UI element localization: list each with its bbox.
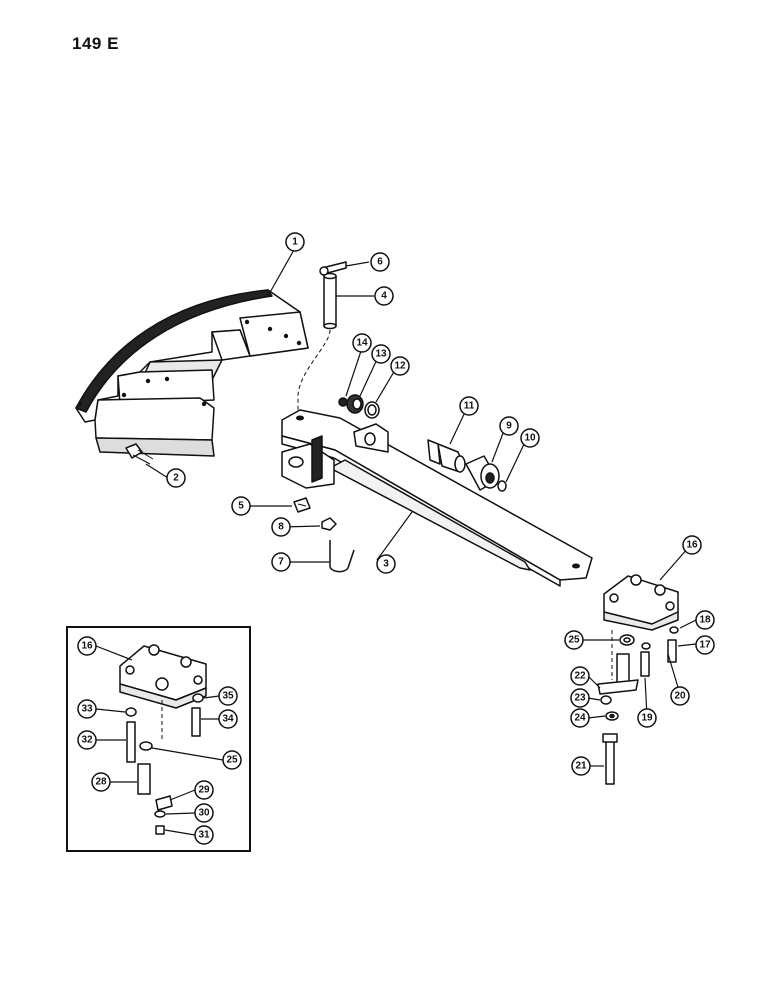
svg-text:12: 12 (394, 361, 406, 372)
callout-16-right: 16 (682, 535, 702, 555)
callout-29: 29 (194, 780, 214, 800)
part-7-u-bolt (329, 540, 355, 573)
callout-10: 10 (520, 428, 540, 448)
part-11-stud (427, 439, 466, 473)
svg-text:19: 19 (641, 713, 653, 724)
callout-2: 2 (166, 468, 186, 488)
callout-21: 21 (571, 756, 591, 776)
part-5-block (293, 497, 311, 513)
callout-17: 17 (695, 635, 715, 655)
callout-4: 4 (374, 286, 394, 306)
callout-24: 24 (570, 708, 590, 728)
svg-text:20: 20 (674, 691, 686, 702)
callout-8: 8 (271, 517, 291, 537)
callout-31: 31 (194, 825, 214, 845)
inset-hardware (125, 693, 204, 835)
callout-34: 34 (218, 709, 238, 729)
svg-text:2: 2 (173, 473, 179, 484)
callout-9: 9 (499, 416, 519, 436)
callout-20: 20 (670, 686, 690, 706)
svg-text:6: 6 (377, 257, 383, 268)
svg-text:14: 14 (356, 338, 368, 349)
svg-text:3: 3 (383, 559, 389, 570)
part-4-pin (319, 261, 347, 330)
callout-19: 19 (637, 708, 657, 728)
callout-1: 1 (285, 232, 305, 252)
part-16-bracket-right (603, 574, 679, 631)
part-10-ring (497, 480, 507, 492)
svg-text:8: 8 (278, 522, 284, 533)
part-9-bushing (465, 455, 500, 491)
svg-text:29: 29 (198, 785, 210, 796)
page-number: 149 E (72, 34, 119, 53)
svg-text:18: 18 (699, 615, 711, 626)
svg-text:32: 32 (81, 735, 93, 746)
callout-22: 22 (570, 666, 590, 686)
svg-text:22: 22 (574, 671, 586, 682)
callout-16-inset: 16 (77, 636, 97, 656)
svg-text:16: 16 (686, 540, 698, 551)
svg-text:10: 10 (524, 433, 536, 444)
part-16-bracket-inset (119, 644, 207, 709)
svg-text:9: 9 (506, 421, 512, 432)
part-8-nut (321, 517, 337, 531)
svg-text:21: 21 (575, 761, 587, 772)
svg-text:34: 34 (222, 714, 234, 725)
callout-6: 6 (370, 252, 390, 272)
svg-text:24: 24 (574, 713, 586, 724)
callout-11: 11 (459, 396, 479, 416)
callout-18: 18 (695, 610, 715, 630)
callout-23: 23 (570, 688, 590, 708)
svg-text:28: 28 (95, 777, 107, 788)
svg-text:25: 25 (226, 755, 238, 766)
callout-25-right: 25 (564, 630, 584, 650)
callout-25-inset: 25 (222, 750, 242, 770)
callout-12: 12 (390, 356, 410, 376)
callout-3: 3 (376, 554, 396, 574)
callout-35: 35 (218, 686, 238, 706)
part-2-bolt (125, 443, 154, 465)
svg-text:16: 16 (81, 641, 93, 652)
svg-text:11: 11 (464, 401, 475, 412)
callout-28: 28 (91, 772, 111, 792)
svg-text:17: 17 (699, 640, 711, 651)
svg-text:33: 33 (81, 704, 93, 715)
right-hardware (597, 626, 679, 785)
svg-text:13: 13 (375, 349, 387, 360)
part-3-drawbar (281, 409, 593, 587)
part-14-13-12-small-parts (338, 394, 380, 419)
svg-text:30: 30 (198, 808, 210, 819)
callout-33: 33 (77, 699, 97, 719)
svg-text:1: 1 (292, 237, 298, 248)
svg-text:35: 35 (222, 691, 234, 702)
callout-30: 30 (194, 803, 214, 823)
svg-text:5: 5 (238, 501, 244, 512)
callout-7: 7 (271, 552, 291, 572)
svg-text:25: 25 (568, 635, 580, 646)
callout-5: 5 (231, 496, 251, 516)
part-1-shield (75, 289, 309, 457)
callout-13: 13 (371, 344, 391, 364)
svg-text:4: 4 (381, 291, 387, 302)
callout-14: 14 (352, 333, 372, 353)
callout-32: 32 (77, 730, 97, 750)
svg-text:7: 7 (278, 557, 284, 568)
svg-text:23: 23 (574, 693, 586, 704)
svg-text:31: 31 (198, 830, 210, 841)
